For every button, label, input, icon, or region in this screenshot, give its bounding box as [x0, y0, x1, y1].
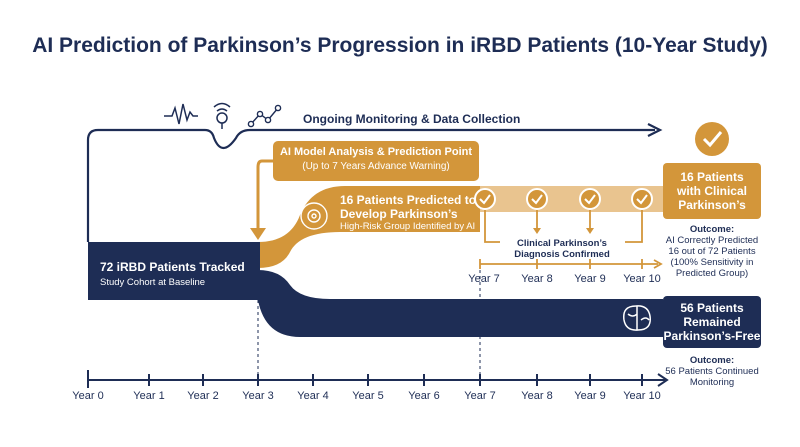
predicted-line1: 16 Patients Predicted to [340, 193, 477, 207]
badge-check-icon [695, 122, 729, 156]
brain-icon [623, 305, 651, 331]
check-icon [526, 188, 548, 210]
timeline-tick-label: Year 4 [297, 390, 329, 402]
check-markers [474, 188, 653, 210]
timeline-tick-label: Year 8 [521, 390, 553, 402]
diagnosis-connectors [484, 210, 643, 243]
sensor-icon [213, 102, 231, 129]
free-outcome: Outcome: 56 Patients Continued Monitorin… [665, 355, 759, 388]
timeline-tick-label: Year 9 [574, 390, 606, 402]
callout-arrowhead [250, 228, 266, 240]
page-title: AI Prediction of Parkinson’s Progression… [32, 34, 768, 57]
timeline-tick-label: Year 10 [623, 390, 661, 402]
cohort-box: 72 iRBD Patients Tracked Study Cohort at… [88, 242, 260, 300]
callout-arrow [256, 159, 275, 232]
upper-year-label: Year 10 [623, 273, 661, 285]
cohort-subtitle: Study Cohort at Baseline [100, 277, 206, 288]
monitoring-label: Ongoing Monitoring & Data Collection [303, 112, 521, 126]
waveform-icon [164, 103, 198, 125]
prediction-callout: AI Model Analysis & Prediction Point (Up… [273, 141, 479, 181]
clinical-parkinsons-box: 16 Patients with Clinical Parkinson’s [663, 163, 761, 219]
check-icon [631, 188, 653, 210]
check-icon [579, 188, 601, 210]
network-icon [247, 104, 282, 128]
timeline-tick-label: Year 3 [242, 390, 274, 402]
upper-year-label: Year 7 [468, 273, 500, 285]
timeline-tick-label: Year 6 [408, 390, 440, 402]
cohort-title: 72 iRBD Patients Tracked [100, 260, 245, 274]
timeline-tick-label: Year 0 [72, 390, 104, 402]
predicted-subtitle: High-Risk Group Identified by AI [340, 221, 476, 232]
timeline-tick-label: Year 7 [464, 390, 496, 402]
free-band [258, 270, 663, 337]
diagnosis-label: Clinical Parkinson’s Diagnosis Confirmed [514, 238, 610, 260]
check-icon [474, 188, 496, 210]
timeline-tick-label: Year 2 [187, 390, 219, 402]
upper-year-label: Year 8 [521, 273, 553, 285]
parkinsons-free-box: 56 Patients Remained Parkinson’s-Free [663, 296, 761, 348]
predicted-line2: Develop Parkinson’s [340, 207, 458, 221]
callout-title: AI Model Analysis & Prediction Point [279, 146, 473, 158]
upper-year-label: Year 9 [574, 273, 606, 285]
callout-subtitle: (Up to 7 Years Advance Warning) [302, 161, 450, 172]
timeline-tick-label: Year 1 [133, 390, 165, 402]
monitoring-arrowhead [647, 123, 663, 137]
brain-gear-icon [300, 202, 328, 230]
monitoring-arrow [86, 128, 655, 242]
clinical-outcome: Outcome: AI Correctly Predicted 16 out o… [665, 224, 759, 279]
timeline-tick-label: Year 5 [352, 390, 384, 402]
